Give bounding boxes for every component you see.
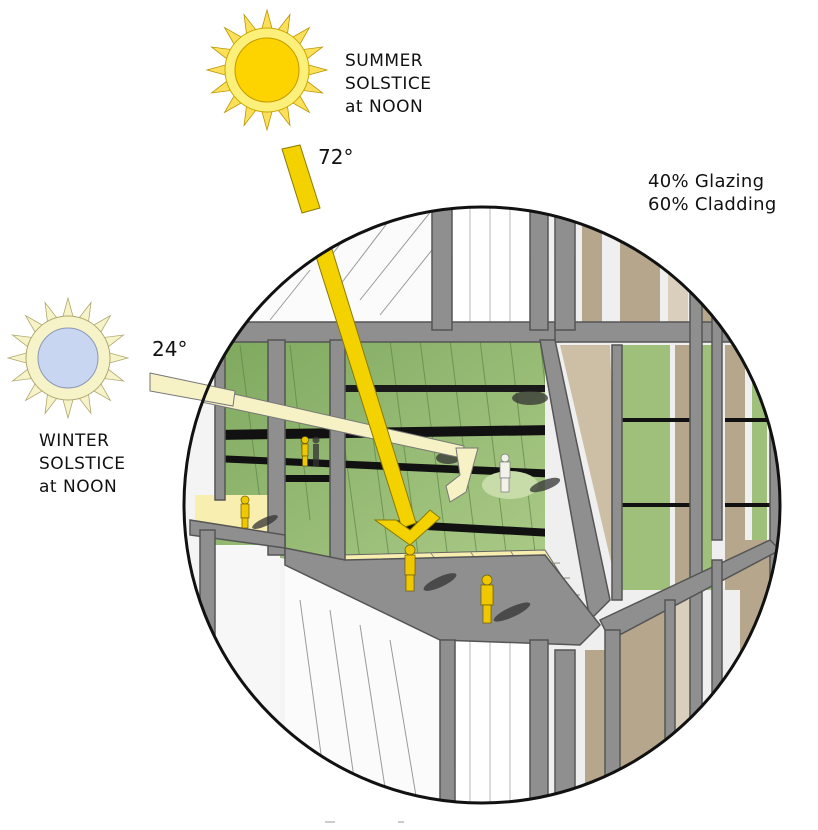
- figure-shadows: [252, 391, 561, 622]
- occupant-figures: [240, 436, 494, 624]
- cutaway-circle-border: [182, 205, 782, 805]
- summer-sun-icon: [205, 8, 329, 132]
- winter-solstice-label: WINTER SOLSTICE at NOON: [39, 430, 125, 499]
- summer-angle-label: 72°: [318, 145, 354, 169]
- facade-ratio-label: 40% Glazing 60% Cladding: [648, 170, 777, 216]
- summer-label-line-1: SUMMER: [345, 51, 424, 71]
- white-figure: [499, 453, 511, 493]
- winter-sun-icon: [6, 296, 130, 420]
- cladding-percentage: 60% Cladding: [648, 194, 777, 215]
- summer-label-line-2: SOLSTICE: [345, 74, 432, 94]
- summer-solstice-label: SUMMER SOLSTICE at NOON: [345, 50, 431, 119]
- upper-glazing: [240, 207, 530, 330]
- winter-label-line-1: WINTER: [39, 431, 110, 451]
- summer-label-line-3: at NOON: [345, 97, 424, 117]
- winter-angle-label: 24°: [152, 337, 188, 361]
- winter-label-line-3: at NOON: [39, 477, 118, 497]
- glazing-percentage: 40% Glazing: [648, 171, 765, 192]
- winter-label-line-2: SOLSTICE: [39, 454, 126, 474]
- building-cutaway: [184, 207, 780, 803]
